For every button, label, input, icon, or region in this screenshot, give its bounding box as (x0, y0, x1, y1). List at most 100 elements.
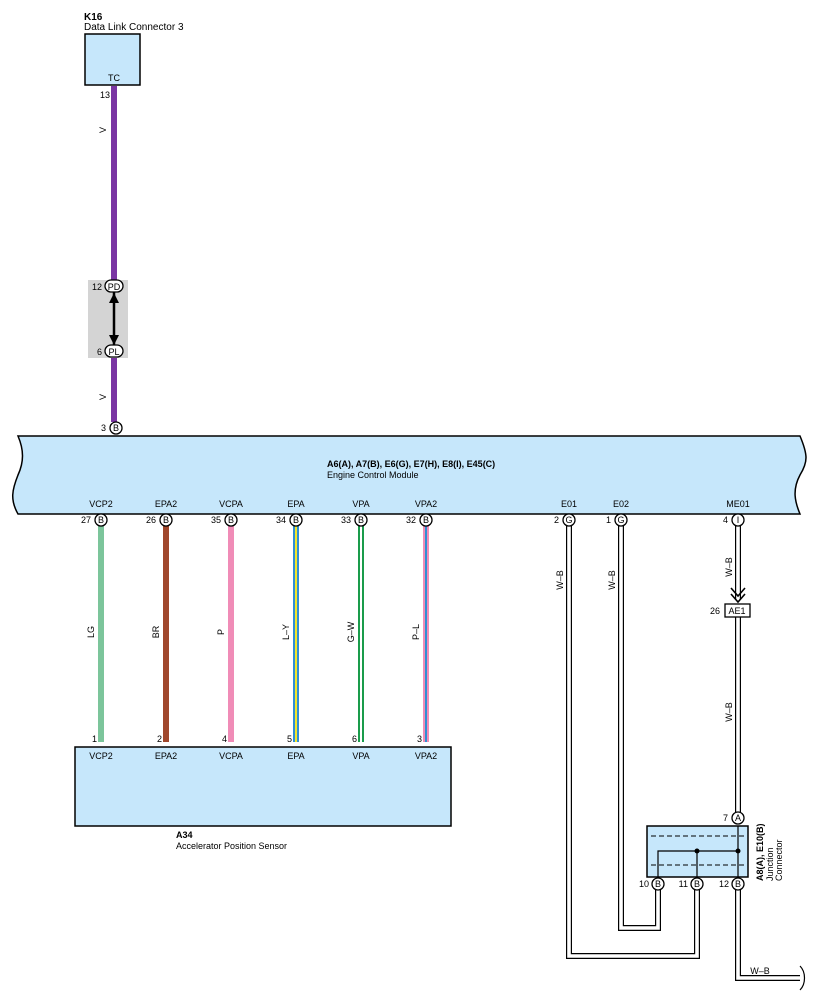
jc-bottom-conn: B (694, 879, 700, 889)
ecm-pin-no-e02: 1 (606, 515, 611, 525)
sensor-pin-no: 4 (222, 734, 227, 744)
sensor-pin-label: VPA (352, 751, 369, 761)
wire-exit-break-icon (799, 965, 806, 991)
wire-e01-code: W–B (555, 570, 565, 590)
ae1-pin-number: 26 (710, 606, 720, 616)
jc-bottom-pin-no: 11 (679, 879, 688, 889)
jc-code: A8(A), E10(B) (755, 823, 765, 881)
ae1-chevron-icon (730, 587, 746, 604)
ground-wires: E01 E02 ME01 G 2 G 1 I 4 W–B W–B W–B (554, 499, 806, 991)
ecm-conn-e01: G (565, 515, 572, 525)
ecm-conn-e02: G (617, 515, 624, 525)
sensor-pin-no: 6 (352, 734, 357, 744)
wire-exit-code: W–B (750, 966, 770, 976)
jc-splice-dot (735, 848, 741, 854)
jc-bottom-terminal (651, 877, 665, 891)
ecm-terminal-pin-no: 32 (406, 515, 416, 525)
ecm-codes: A6(A), A7(B), E6(G), E7(H), E8(I), E45(C… (327, 459, 495, 469)
ecm-terminal-conn: B (423, 515, 429, 525)
dlc-pin-label: TC (108, 73, 120, 83)
dlc-connector: K16 Data Link Connector 3 TC 13 (84, 12, 184, 100)
jc-top-conn: A (735, 813, 741, 823)
ecm-terminal-conn: B (98, 515, 104, 525)
sensor-wire-code: P–L (411, 624, 421, 640)
ecm-terminal-e02 (614, 513, 628, 527)
ecm-pin-no-me01: 4 (723, 515, 728, 525)
sensor-pin-no: 3 (417, 734, 422, 744)
wire-exit-inner (736, 890, 800, 980)
sensor-wire-code: LG (86, 626, 96, 638)
wire-exit-outer (735, 890, 800, 981)
jumper-top-number: 12 (92, 282, 102, 292)
jumper-bg (88, 280, 128, 358)
sensor-wire-code: G–W (346, 621, 356, 642)
ecm-terminal (94, 513, 108, 527)
ecm-pin-label: EPA2 (155, 499, 177, 509)
ecm-name: Engine Control Module (327, 470, 419, 480)
ecm-tc-terminal (109, 421, 123, 435)
sensor-pin-label: VCP2 (89, 751, 113, 761)
sensor-pin-no: 2 (157, 734, 162, 744)
ae1-box (724, 603, 751, 618)
sensor-wire-code: BR (151, 625, 161, 638)
sensor-pin-label: EPA2 (155, 751, 177, 761)
jc-bottom-terminal (690, 877, 704, 891)
jc-bottom-pin-no: 12 (719, 879, 729, 889)
jumper-arrow-down-icon (109, 335, 119, 345)
sensor-pin-no: 5 (287, 734, 292, 744)
ecm-terminal-conn: B (163, 515, 169, 525)
ecm-terminal-pin-no: 34 (276, 515, 286, 525)
jc-splice-dot (694, 848, 700, 854)
jc-bottom-conn: B (735, 879, 741, 889)
sensor-pin-label: VPA2 (415, 751, 437, 761)
ecm-tc-pin-number: 3 (101, 423, 106, 433)
dlc-name: Data Link Connector 3 (84, 22, 184, 33)
ecm-pin-label-e02: E02 (613, 499, 629, 509)
ecm-terminal (159, 513, 173, 527)
ecm-terminal (289, 513, 303, 527)
jumper-arrow-up-icon (109, 293, 119, 303)
jumper-block: PD 12 PL 6 (88, 279, 128, 358)
ecm-pin-label-e01: E01 (561, 499, 577, 509)
sensor-pin-label: EPA (287, 751, 304, 761)
ecm-tc-connector: B (113, 423, 119, 433)
ecm-terminal (224, 513, 238, 527)
ecm-terminal (354, 513, 368, 527)
sensor-wire-code: L–Y (281, 624, 291, 640)
jumper-bottom-terminal (104, 344, 124, 358)
ecm-box (12, 435, 807, 515)
ecm-pin-label: VPA2 (415, 499, 437, 509)
ecm-pin-label: VPA (352, 499, 369, 509)
jc-bottom-terminal (731, 877, 745, 891)
jc-top-pin-no: 7 (723, 813, 728, 823)
dlc-box (84, 33, 141, 86)
wire-v-upper-code: V (98, 127, 108, 133)
aps-code: A34 (176, 830, 193, 840)
aps-box (74, 746, 452, 827)
wire-me01-code: W–B (724, 557, 734, 577)
ecm-pin-label: VCP2 (89, 499, 113, 509)
sensor-pin-label: VCPA (219, 751, 243, 761)
junction-connector: A 7 B 10 B 11 B 12 A8(A), E10(B) Junctio… (639, 811, 784, 891)
wire-ae1-code: W–B (724, 702, 734, 722)
jc-bottom-conn: B (655, 879, 661, 889)
jumper-bottom-label: PL (108, 347, 119, 357)
ecm-pin-label: VCPA (219, 499, 243, 509)
ecm-pin-label: EPA (287, 499, 304, 509)
jc-name-line2: Connector (774, 839, 784, 881)
ecm-terminal-conn: B (228, 515, 234, 525)
aps-name: Accelerator Position Sensor (176, 841, 287, 851)
ecm-terminal (419, 513, 433, 527)
ecm-pin-no-e01: 2 (554, 515, 559, 525)
wire-e02-inner (619, 526, 660, 930)
wire-v-lower-code: V (98, 394, 108, 400)
jc-bottom-pin-no: 10 (639, 879, 649, 889)
jc-top-terminal (731, 811, 745, 825)
ecm-conn-me01: I (737, 515, 740, 525)
ecm-terminal-pin-no: 35 (211, 515, 221, 525)
ae1-label: AE1 (728, 606, 745, 616)
wire-e02-code: W–B (607, 570, 617, 590)
wire-e01-inner (567, 526, 699, 958)
